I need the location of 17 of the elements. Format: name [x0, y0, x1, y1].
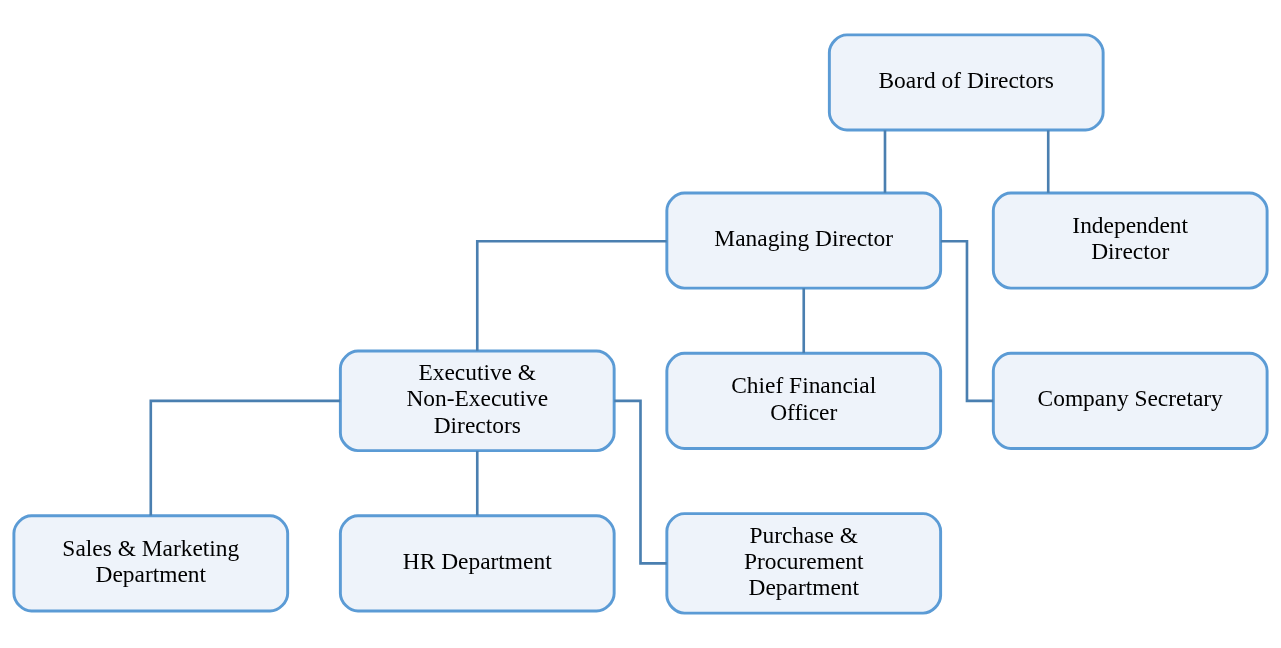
connector [475, 450, 479, 516]
node-box: HR Department [338, 514, 616, 613]
connector [940, 239, 994, 403]
connector [1046, 130, 1050, 193]
node-box: Independent Director [991, 191, 1269, 290]
node-box: Sales & Marketing Department [12, 514, 290, 613]
connector [475, 239, 667, 351]
connector [149, 399, 341, 516]
node-box: Executive & Non-Executive Directors [338, 349, 616, 453]
node-box: Company Secretary [991, 351, 1269, 450]
node-box: Board of Directors [827, 33, 1105, 132]
node-box: Chief Financial Officer [665, 351, 943, 450]
connector [883, 130, 887, 193]
node-box: Managing Director [665, 191, 943, 290]
connector [614, 399, 667, 565]
node-box: Purchase & Procurement Department [665, 512, 943, 615]
connector [802, 288, 806, 354]
